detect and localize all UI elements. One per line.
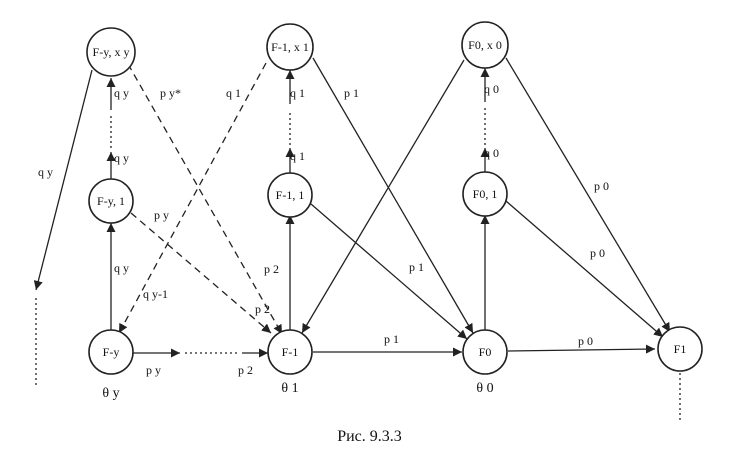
node-label: F-1 [282, 345, 299, 359]
edge-F1x1-to-F0 [312, 57, 474, 334]
edge-F11-to-F0 [310, 203, 468, 340]
edge-F0x0-to-Fm1 [301, 59, 465, 334]
label-q1-left: q 1 [226, 86, 241, 100]
node-label: F-y, 1 [97, 194, 125, 208]
label-qy-top: q y [114, 86, 129, 100]
label-p2-bottom: p 2 [238, 363, 253, 377]
edge-qy-far [33, 69, 93, 291]
label-q1-top: q 1 [290, 86, 305, 100]
label-py-mid: p y [154, 208, 169, 222]
label-py-bottom: p y [146, 363, 161, 377]
edge-Fy1-to-Fm1-dashed [130, 212, 272, 334]
node-F1x1: F-1, x 1 [266, 23, 314, 71]
label-p1-top: p 1 [344, 86, 359, 100]
node-Fm1: F-1 [267, 329, 313, 375]
label-p1-cross: p 1 [409, 260, 424, 274]
node-F01: F0, 1 [462, 171, 508, 217]
node-label: F-y [103, 345, 120, 359]
figure-caption: Рис. 9.3.3 [337, 428, 402, 445]
node-Fy: F-y [88, 329, 134, 375]
label-qy-mid: q y [114, 151, 129, 165]
label-qy1: q y-1 [143, 287, 168, 301]
node-F1: F1 [657, 326, 703, 372]
node-label: F1 [674, 342, 687, 356]
node-F0: F0 [462, 329, 508, 375]
edge-Fyxy-to-Fm1-dashed [127, 63, 283, 335]
node-label: F-1, 1 [276, 188, 305, 202]
edge-F0x0-to-F1 [505, 57, 671, 333]
theta-y: θ y [102, 386, 119, 401]
node-F11: F-1, 1 [267, 172, 313, 218]
label-p0-bottom: p 0 [578, 334, 593, 348]
edge-F01-to-F1 [505, 200, 664, 338]
label-q1-mid: q 1 [290, 149, 305, 163]
edge-F1x1-to-Fy-dashed [118, 62, 267, 334]
label-p2-mid: p 2 [264, 262, 279, 276]
node-label: F0, x 0 [468, 38, 502, 52]
node-label: F0, 1 [473, 187, 498, 201]
theta-0: θ 0 [476, 381, 493, 396]
label-qy-far: q y [38, 165, 53, 179]
label-py-star: p y* [160, 86, 181, 100]
label-p1-bottom: p 1 [384, 332, 399, 346]
edge-F0-to-F1 [507, 344, 656, 354]
label-p2-low: p 2 [255, 302, 270, 316]
label-p0-mid: p 0 [590, 246, 605, 260]
label-q0-mid: q 0 [484, 146, 499, 160]
node-Fy1: F-y, 1 [88, 178, 134, 224]
label-qy-low: q y [114, 261, 129, 275]
label-q0-top: q 0 [484, 82, 499, 96]
node-label: F-y, x y [93, 45, 130, 59]
node-label: F-1, x 1 [271, 40, 309, 54]
label-p0-upper: p 0 [594, 179, 609, 193]
theta-1: θ 1 [281, 381, 298, 396]
node-label: F0 [479, 345, 492, 359]
node-F0x0: F0, x 0 [461, 21, 509, 69]
node-Fyxy: F-y, x y [86, 27, 136, 77]
